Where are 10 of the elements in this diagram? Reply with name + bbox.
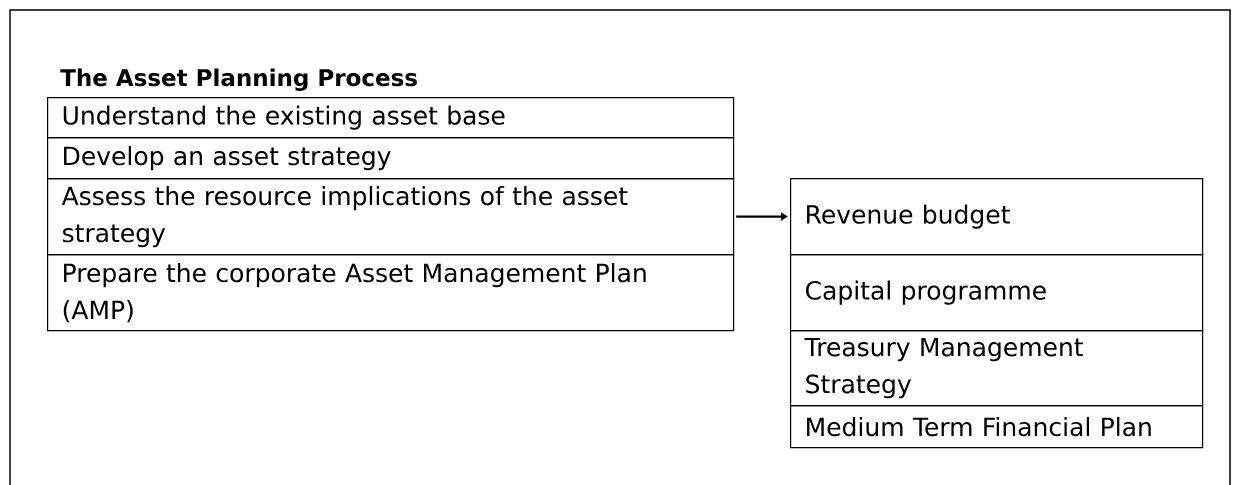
- table-cell: Prepare the corporate Asset Management Plan (AMP): [47, 254, 735, 332]
- arrow: [736, 212, 788, 221]
- heading: The Asset Planning Process: [60, 68, 417, 91]
- table-cell: Medium Term Financial Plan: [790, 405, 1204, 449]
- table-cell: Revenue budget: [790, 178, 1204, 256]
- table-cell: Treasury Management Strategy: [790, 330, 1204, 407]
- table-cell: Capital programme: [790, 254, 1204, 332]
- table-cell: Develop an asset strategy: [47, 137, 735, 180]
- table-cell: Assess the resource implications of the asset strategy: [47, 178, 735, 256]
- table-cell: Understand the existing asset base: [47, 97, 735, 139]
